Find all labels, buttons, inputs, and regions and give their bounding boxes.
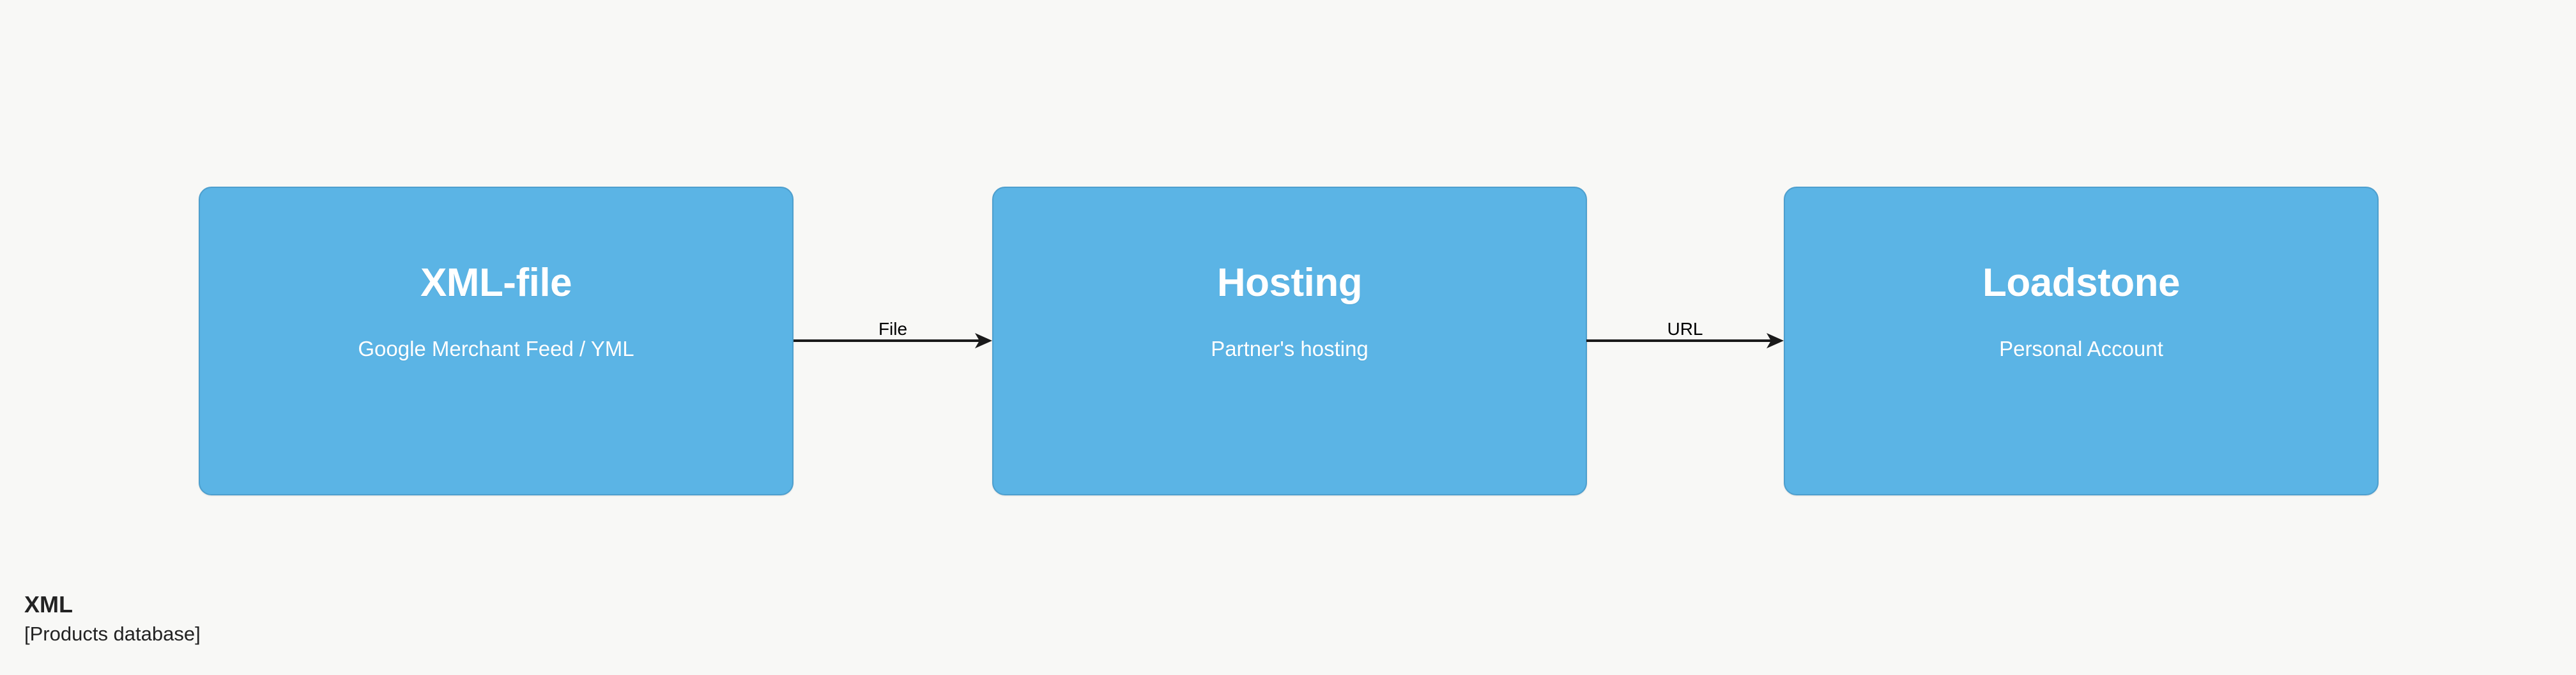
flow-node-hosting[interactable]: Hosting Partner's hosting bbox=[992, 187, 1587, 495]
caption-subtitle: [Products database] bbox=[24, 623, 201, 646]
flow-edge-xml-file-to-hosting[interactable]: File bbox=[793, 318, 992, 364]
caption-title: XML bbox=[24, 591, 73, 617]
flow-node-loadstone[interactable]: Loadstone Personal Account bbox=[1784, 187, 2379, 495]
flow-edge-label: File bbox=[878, 319, 908, 339]
arrow-right-icon bbox=[793, 333, 992, 348]
flow-node-subtitle: Partner's hosting bbox=[1211, 337, 1368, 361]
flow-node-title: Hosting bbox=[1216, 261, 1363, 305]
flow-node-xml-file[interactable]: XML-file Google Merchant Feed / YML bbox=[199, 187, 793, 495]
flow-edge-label: URL bbox=[1667, 319, 1703, 339]
flow-edge-hosting-to-loadstone[interactable]: URL bbox=[1586, 318, 1784, 364]
arrow-right-icon bbox=[1586, 333, 1784, 348]
flow-node-title: Loadstone bbox=[1982, 261, 2180, 305]
diagram-caption: XML [Products database] bbox=[24, 591, 201, 646]
flow-node-subtitle: Personal Account bbox=[1999, 337, 2163, 361]
flow-node-title: XML-file bbox=[420, 261, 572, 305]
flow-node-subtitle: Google Merchant Feed / YML bbox=[358, 337, 634, 361]
